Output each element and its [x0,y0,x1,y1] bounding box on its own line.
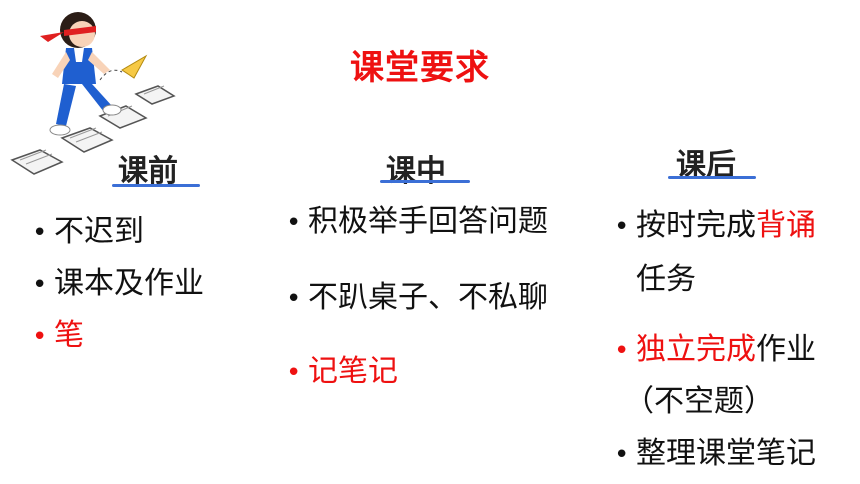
list-item: •不迟到 [32,214,144,249]
bullet-icon: • [32,270,48,300]
bullet-icon: • [286,208,302,238]
column-heading-underline [112,184,200,187]
list-item: •积极举手回答问题 [286,204,548,239]
running-kid-illustration [10,12,176,175]
list-item: •整理课堂笔记 [614,436,816,471]
list-item: •不趴桌子、不私聊 [286,280,548,315]
bullet-icon: • [32,218,48,248]
list-item: •按时完成背诵 [614,208,816,243]
bullet-icon: • [614,336,630,366]
bullet-icon: • [286,284,302,314]
list-item: •独立完成作业 [614,332,816,367]
list-item: •记笔记 [286,354,398,389]
list-item: （不空题） [624,384,774,419]
column-heading-during-class: 课中 [386,154,446,189]
kid-figure [40,12,122,136]
bullet-icon: • [614,440,630,470]
bullet-icon: • [32,322,48,352]
page-title: 课堂要求 [350,48,490,88]
list-item: •课本及作业 [32,266,204,301]
column-heading-underline [380,180,470,183]
list-item: •笔 [32,318,84,353]
column-heading-underline [668,176,756,179]
bullet-icon: • [286,358,302,388]
bullet-icon: • [614,212,630,242]
column-heading-before-class: 课前 [118,154,178,189]
list-item: 任务 [636,262,696,297]
paper-plane-icon [99,54,148,81]
